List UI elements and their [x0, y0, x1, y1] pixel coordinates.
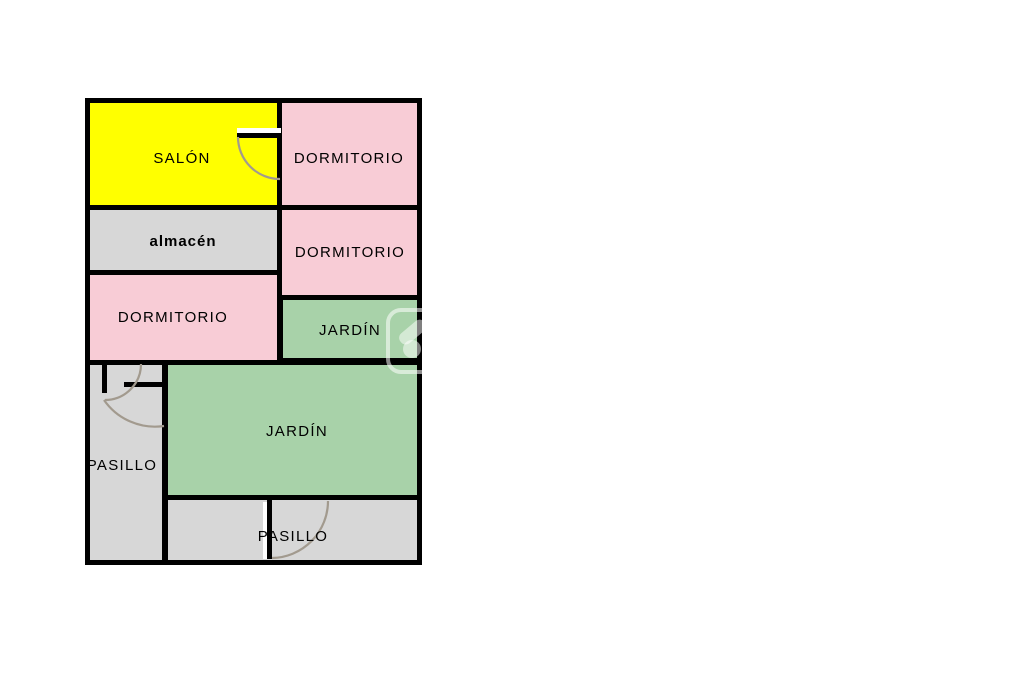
room-label-jardin-small: JARDÍN	[319, 322, 381, 339]
room-label-dormitorio-top: DORMITORIO	[293, 150, 405, 167]
room-jardin-large	[163, 360, 422, 500]
room-label-pasillo-left: PASILLO	[86, 457, 158, 474]
room-label-dormitorio-left: DORMITORIO	[117, 309, 229, 326]
room-label-jardin-large: JARDÍN	[266, 423, 328, 440]
room-label-salon: SALÓN	[153, 150, 211, 167]
room-label-dormitorio-mid: DORMITORIO	[294, 244, 406, 261]
room-label-pasillo-bottom: PASILLO	[257, 528, 329, 545]
room-label-almacen: almacén	[149, 233, 217, 250]
room-dormitorio-mid	[277, 205, 422, 300]
